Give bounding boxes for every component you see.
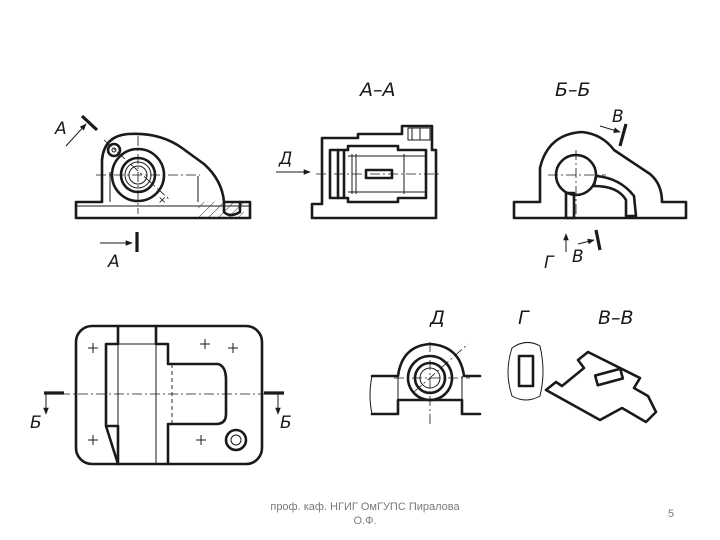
footer-author-line2: О.Ф. [353,515,377,527]
view-g-title: Г [518,307,530,329]
label-g-bottom: Г [544,253,555,273]
section-vv-title: В–В [598,307,634,329]
footer-author-line1: проф. каф. НГИГ ОмГУПС Пиралова [270,501,460,513]
label-b-left: Б [30,413,42,433]
label-a-bottom: А [107,252,120,272]
section-bb: Б–Б [512,79,688,220]
section-aa-title: А–А [358,79,396,101]
view-arrow-d: Д [276,149,311,175]
section-aa: А–А [310,79,440,220]
view-g: Г [507,307,544,401]
plan-view [60,324,270,466]
page-number: 5 [668,508,675,520]
section-bb-title: Б–Б [555,79,591,101]
cut-arrow-b-right: Б [264,391,292,433]
label-d-arrow: Д [278,149,292,169]
cut-arrow-b-section-bb: В [599,107,628,147]
footer-author: проф. каф. НГИГ ОмГУПС Пиралова О.Ф. [250,500,480,528]
cut-arrow-g-section-bb: Г В [544,229,602,273]
label-v-bottom: В [572,247,584,267]
section-vv: В–В [544,307,658,424]
cut-arrow-a-bottom: А [100,232,139,272]
svg-text:×: × [158,195,166,206]
front-view: × [74,132,252,220]
cut-arrow-b-left: Б [30,391,64,433]
label-b-right: Б [280,413,292,433]
view-d-title: Д [429,307,445,329]
cut-arrow-a-top: А [54,114,99,147]
label-a-top: А [54,119,67,139]
view-d: Д [369,307,482,424]
label-v-top: В [612,107,624,127]
